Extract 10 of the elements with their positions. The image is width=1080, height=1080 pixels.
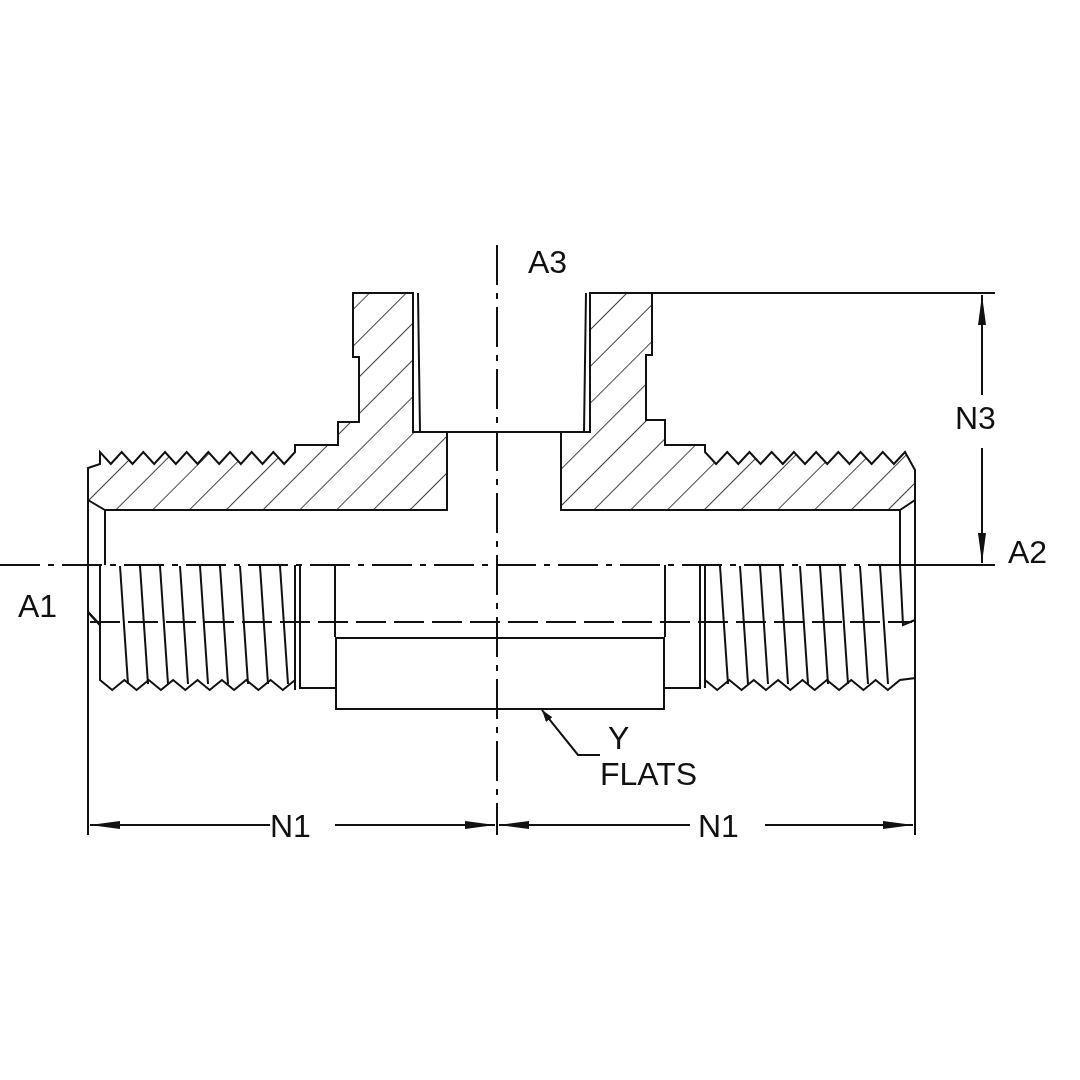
- axis-label: A2: [1008, 536, 1048, 568]
- hex-flat-face: [335, 637, 665, 710]
- leader-line: [541, 709, 601, 756]
- dimension-label: N1: [698, 810, 739, 842]
- dimension-label: N3: [955, 402, 996, 434]
- callout-text: Y: [608, 722, 630, 754]
- callout-text: FLATS: [600, 758, 698, 790]
- dimension-label: N1: [270, 810, 311, 842]
- axis-label: A3: [528, 246, 568, 278]
- axis-label: A1: [18, 590, 58, 622]
